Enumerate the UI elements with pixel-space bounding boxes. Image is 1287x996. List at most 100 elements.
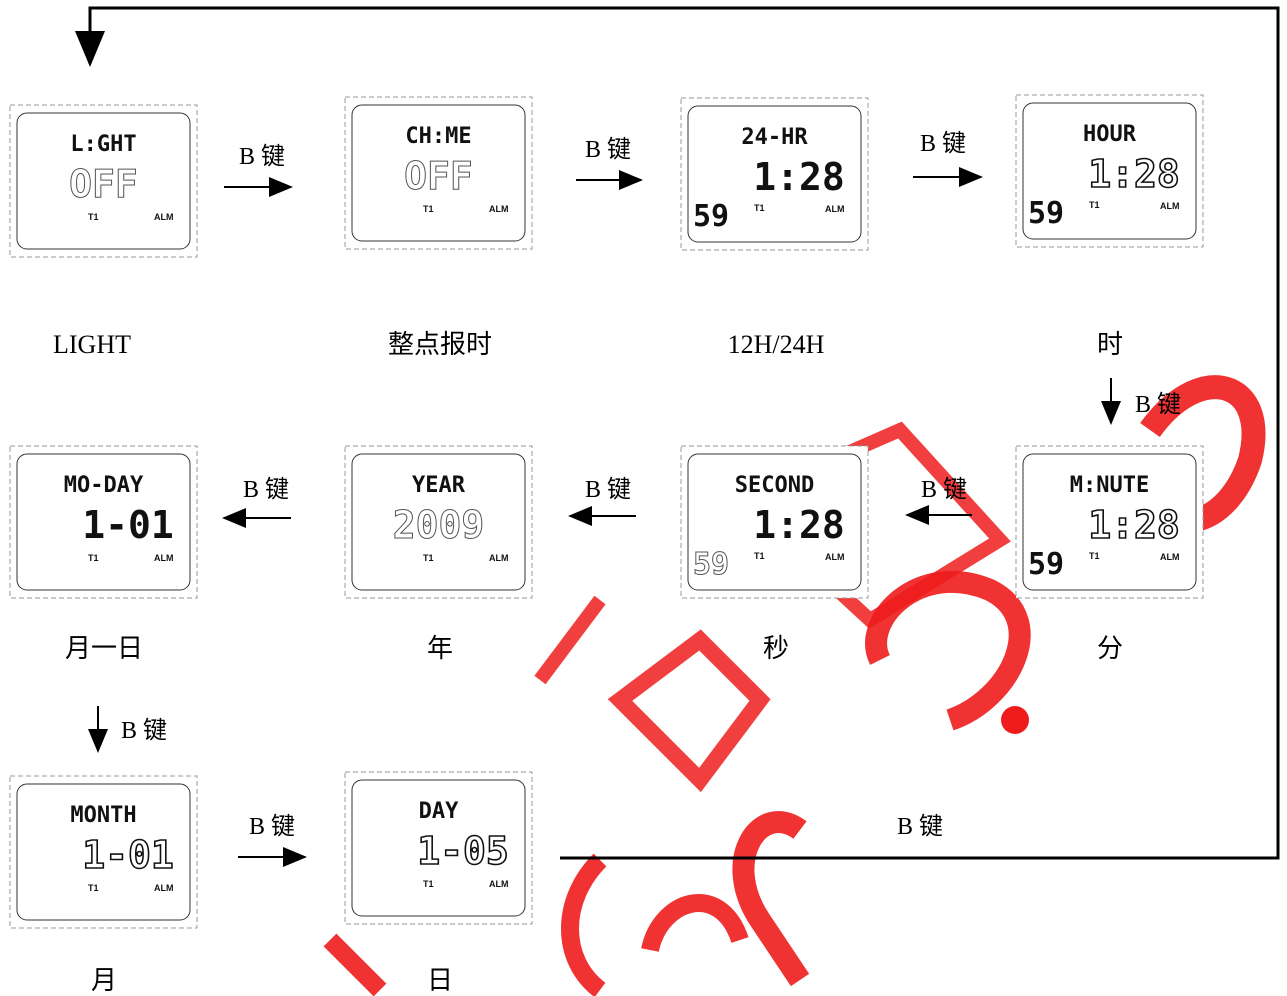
lcd-title: YEAR xyxy=(412,473,466,498)
lcd-screen-chime: CH:ME OFF T1 ALM xyxy=(344,96,533,250)
lcd-seconds: 59 xyxy=(693,547,729,582)
lcd-title: MONTH xyxy=(70,803,136,828)
lcd-frame xyxy=(1015,445,1204,599)
arrow-label: B 键 xyxy=(249,813,295,840)
b-key-arrow: B 键 xyxy=(88,706,167,753)
lcd-value: 1-01 xyxy=(82,503,174,547)
lcd-screen-hour: HOUR 1:28 59 T1 ALM xyxy=(1015,94,1204,248)
indicator-alm: ALM xyxy=(825,552,845,562)
lcd-panel xyxy=(351,453,526,591)
indicator-alm: ALM xyxy=(1160,552,1180,562)
arrow-label: B 键 xyxy=(585,136,631,163)
indicator-alm: ALM xyxy=(825,204,845,214)
lcd-screen-light: L:GHT OFF T1 ALM xyxy=(9,104,198,258)
caption-light: LIGHT xyxy=(53,330,131,359)
lcd-value: 2009 xyxy=(393,503,485,547)
caption-hour24: 12H/24H xyxy=(728,330,825,359)
b-key-arrow: B 键 xyxy=(913,130,983,187)
b-key-arrow: B 键 xyxy=(576,136,643,190)
lcd-title: CH:ME xyxy=(405,124,471,149)
lcd-frame xyxy=(344,445,533,599)
b-key-arrow: B 键 xyxy=(905,476,972,525)
indicator-alm: ALM xyxy=(489,553,509,563)
lcd-screen-hour24: 24-HR 1:28 59 T1 ALM xyxy=(680,97,869,251)
lcd-seconds: 59 xyxy=(693,199,729,234)
lcd-seconds: 59 xyxy=(1028,547,1064,582)
arrow-label: B 键 xyxy=(920,130,966,157)
indicator-t1: T1 xyxy=(1089,200,1100,210)
lcd-value: 1-01 xyxy=(82,833,174,877)
caption-chime: 整点报时 xyxy=(388,330,492,359)
lcd-panel xyxy=(351,104,526,242)
lcd-seconds: 59 xyxy=(1028,196,1064,231)
arrow-label: B 键 xyxy=(1135,391,1181,418)
indicator-t1: T1 xyxy=(88,883,99,893)
lcd-screen-second: SECOND 1:28 59 T1 ALM xyxy=(680,445,869,599)
arrow-label: B 键 xyxy=(921,476,967,503)
caption-year: 年 xyxy=(427,634,453,663)
lcd-panel xyxy=(351,779,526,917)
lcd-frame xyxy=(9,775,198,929)
arrow-label: B 键 xyxy=(585,476,631,503)
lcd-title: DAY xyxy=(419,799,459,824)
loop-line xyxy=(75,6,1280,860)
loop-label: B 键 xyxy=(897,813,943,840)
lcd-panel xyxy=(16,453,191,591)
lcd-panel xyxy=(1022,453,1197,591)
lcd-value: 1-05 xyxy=(417,829,509,873)
indicator-t1: T1 xyxy=(88,212,99,222)
indicator-alm: ALM xyxy=(154,883,174,893)
lcd-frame xyxy=(9,104,198,258)
b-key-arrow: B 键 xyxy=(238,813,307,867)
lcd-value: OFF xyxy=(404,154,473,198)
indicator-t1: T1 xyxy=(754,203,765,213)
lcd-title: SECOND xyxy=(735,473,814,498)
lcd-frame xyxy=(680,445,869,599)
indicator-alm: ALM xyxy=(489,204,509,214)
indicator-t1: T1 xyxy=(1089,551,1100,561)
caption-hour: 时 xyxy=(1097,330,1123,359)
lcd-title: MO-DAY xyxy=(64,473,144,498)
lcd-frame xyxy=(344,771,533,925)
lcd-value: 1:28 xyxy=(753,155,845,199)
lcd-frame xyxy=(1015,94,1204,248)
caption-moday: 月一日 xyxy=(65,634,143,663)
indicator-t1: T1 xyxy=(754,551,765,561)
lcd-value: 1:28 xyxy=(753,503,845,547)
indicator-t1: T1 xyxy=(423,204,434,214)
lcd-frame xyxy=(680,97,869,251)
lcd-value: 1:28 xyxy=(1088,152,1180,196)
indicator-alm: ALM xyxy=(489,879,509,889)
lcd-panel xyxy=(687,105,862,243)
caption-day: 日 xyxy=(427,966,453,995)
indicator-t1: T1 xyxy=(423,879,434,889)
lcd-title: L:GHT xyxy=(70,132,136,157)
b-key-arrow: B 键 xyxy=(1101,378,1181,425)
caption-minute: 分 xyxy=(1097,634,1123,663)
loop-back-arrow: B 键 xyxy=(75,6,1280,860)
indicator-alm: ALM xyxy=(154,212,174,222)
lcd-frame xyxy=(9,445,198,599)
lcd-title: HOUR xyxy=(1083,122,1137,147)
caption-month: 月 xyxy=(91,966,117,995)
lcd-frame xyxy=(344,96,533,250)
lcd-panel xyxy=(687,453,862,591)
indicator-alm: ALM xyxy=(154,553,174,563)
lcd-panel xyxy=(1022,102,1197,240)
lcd-title: 24-HR xyxy=(741,125,808,150)
arrow-label: B 键 xyxy=(239,143,285,170)
caption-second: 秒 xyxy=(763,634,789,663)
indicator-alm: ALM xyxy=(1160,201,1180,211)
lcd-title: M:NUTE xyxy=(1070,473,1149,498)
lcd-value: OFF xyxy=(69,162,138,206)
indicator-t1: T1 xyxy=(423,553,434,563)
b-key-arrow: B 键 xyxy=(568,476,636,526)
arrow-label: B 键 xyxy=(243,476,289,503)
b-key-arrow: B 键 xyxy=(224,143,293,197)
